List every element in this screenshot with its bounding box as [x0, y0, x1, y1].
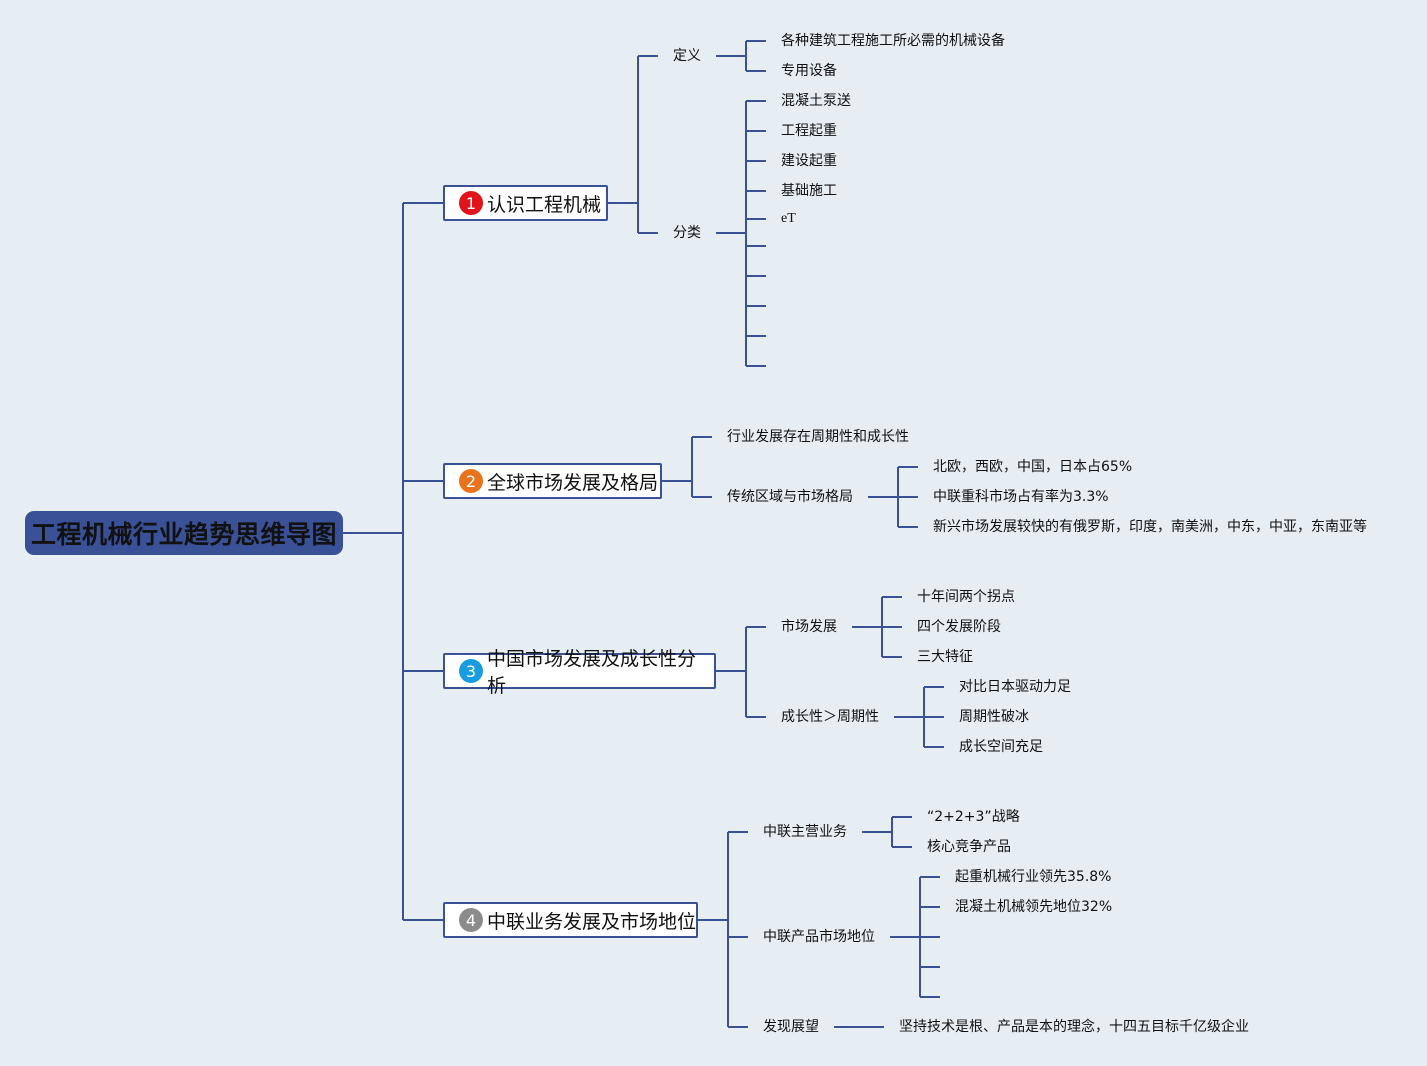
topic-product-position[interactable]: 中联产品市场地位 — [763, 929, 875, 945]
leaf-product-2[interactable]: 混凝土机械领先地位32% — [955, 899, 1113, 915]
topic-outlook[interactable]: 发现展望 — [763, 1019, 819, 1035]
leaf-region-1[interactable]: 北欧，西欧，中国，日本占65% — [933, 459, 1133, 475]
branch-3-node[interactable]: 3 中国市场发展及成长性分析 — [443, 648, 716, 697]
leaf-business-1[interactable]: “2+2+3”战略 — [927, 809, 1020, 825]
root-title: 工程机械行业趋势思维导图 — [30, 520, 337, 549]
leaf-growth-3[interactable]: 成长空间充足 — [959, 739, 1043, 755]
leaf-class-1[interactable]: 混凝土泵送 — [781, 93, 851, 109]
topic-regional-pattern[interactable]: 传统区域与市场格局 — [727, 489, 853, 505]
branch-4-label: 中联业务发展及市场地位 — [487, 910, 697, 933]
leaf-region-2[interactable]: 中联重科市场占有率为3.3% — [933, 489, 1109, 505]
leaf-class-2[interactable]: 工程起重 — [781, 123, 837, 139]
topic-market-development[interactable]: 市场发展 — [781, 619, 837, 635]
branch-1-number-badge: 1 — [459, 191, 483, 215]
leaf-market-3[interactable]: 三大特征 — [917, 649, 973, 665]
leaf-market-2[interactable]: 四个发展阶段 — [917, 619, 1001, 635]
leaf-definition-2[interactable]: 专用设备 — [781, 63, 837, 79]
leaf-product-1[interactable]: 起重机械行业领先35.8% — [955, 869, 1112, 885]
topic-definition[interactable]: 定义 — [673, 48, 701, 64]
branch-3-label: 中国市场发展及成长性分析 — [487, 648, 697, 697]
branch-1-label: 认识工程机械 — [487, 193, 602, 216]
branch-4-node[interactable]: 4 中联业务发展及市场地位 — [443, 902, 698, 938]
leaf-business-2[interactable]: 核心竞争产品 — [927, 839, 1011, 855]
topic-cyclicality[interactable]: 行业发展存在周期性和成长性 — [727, 429, 909, 445]
leaf-growth-2[interactable]: 周期性破冰 — [959, 709, 1029, 725]
branch-1-node[interactable]: 1 认识工程机械 — [443, 185, 608, 221]
leaf-class-4[interactable]: 基础施工 — [781, 183, 837, 199]
leaf-definition-1[interactable]: 各种建筑工程施工所必需的机械设备 — [781, 33, 1005, 49]
leaf-outlook-1[interactable]: 坚持技术是根、产品是本的理念，十四五目标千亿级企业 — [899, 1019, 1249, 1035]
leaf-class-5[interactable]: eT — [781, 211, 796, 226]
branch-3-number-badge: 3 — [459, 659, 483, 683]
leaf-market-1[interactable]: 十年间两个拐点 — [917, 589, 1015, 605]
topic-classification[interactable]: 分类 — [673, 225, 701, 241]
branch-4-number-badge: 4 — [459, 908, 483, 932]
topic-growth-vs-cycle[interactable]: 成长性＞周期性 — [781, 709, 879, 725]
leaf-growth-1[interactable]: 对比日本驱动力足 — [959, 679, 1071, 695]
root-node[interactable]: 工程机械行业趋势思维导图 — [25, 511, 343, 555]
branch-2-number-badge: 2 — [459, 469, 483, 493]
leaf-class-3[interactable]: 建设起重 — [781, 153, 837, 169]
leaf-region-3[interactable]: 新兴市场发展较快的有俄罗斯，印度，南美洲，中东，中亚，东南亚等 — [933, 519, 1367, 535]
topic-main-business[interactable]: 中联主营业务 — [763, 824, 847, 840]
branch-2-label: 全球市场发展及格局 — [487, 471, 659, 494]
branch-2-node[interactable]: 2 全球市场发展及格局 — [443, 463, 662, 499]
